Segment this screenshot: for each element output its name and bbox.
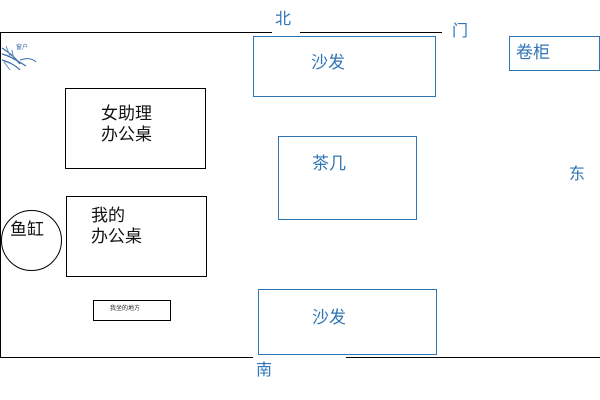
window-label: 窗户 bbox=[16, 44, 29, 51]
north-label: 北 bbox=[275, 9, 292, 28]
cabinet-label: 卷柜 bbox=[516, 43, 550, 63]
door-label: 门 bbox=[452, 21, 469, 40]
north-wall-right bbox=[300, 32, 442, 33]
my-seat bbox=[93, 300, 171, 321]
fish-tank bbox=[1, 210, 62, 271]
sofa-top-label: 沙发 bbox=[311, 53, 345, 73]
my-desk-label: 我的 办公桌 bbox=[91, 206, 142, 247]
north-wall-left bbox=[0, 32, 272, 33]
window-icon bbox=[1, 45, 37, 71]
my-seat-label: 我坐的地方 bbox=[110, 305, 141, 312]
assistant-desk-label: 女助理 办公桌 bbox=[101, 104, 152, 145]
sofa-bottom-label: 沙发 bbox=[312, 308, 346, 328]
tea-table bbox=[278, 136, 417, 220]
south-wall-right bbox=[346, 357, 600, 358]
fish-tank-label: 鱼缸 bbox=[10, 220, 44, 240]
south-wall-left bbox=[0, 357, 253, 358]
assistant-desk bbox=[65, 88, 206, 169]
east-label: 东 bbox=[569, 164, 586, 183]
south-label: 南 bbox=[256, 360, 273, 379]
sofa-top bbox=[253, 36, 436, 97]
tea-table-label: 茶几 bbox=[312, 154, 346, 174]
my-desk bbox=[66, 196, 207, 277]
sofa-bottom bbox=[258, 289, 437, 355]
west-wall bbox=[0, 32, 1, 358]
